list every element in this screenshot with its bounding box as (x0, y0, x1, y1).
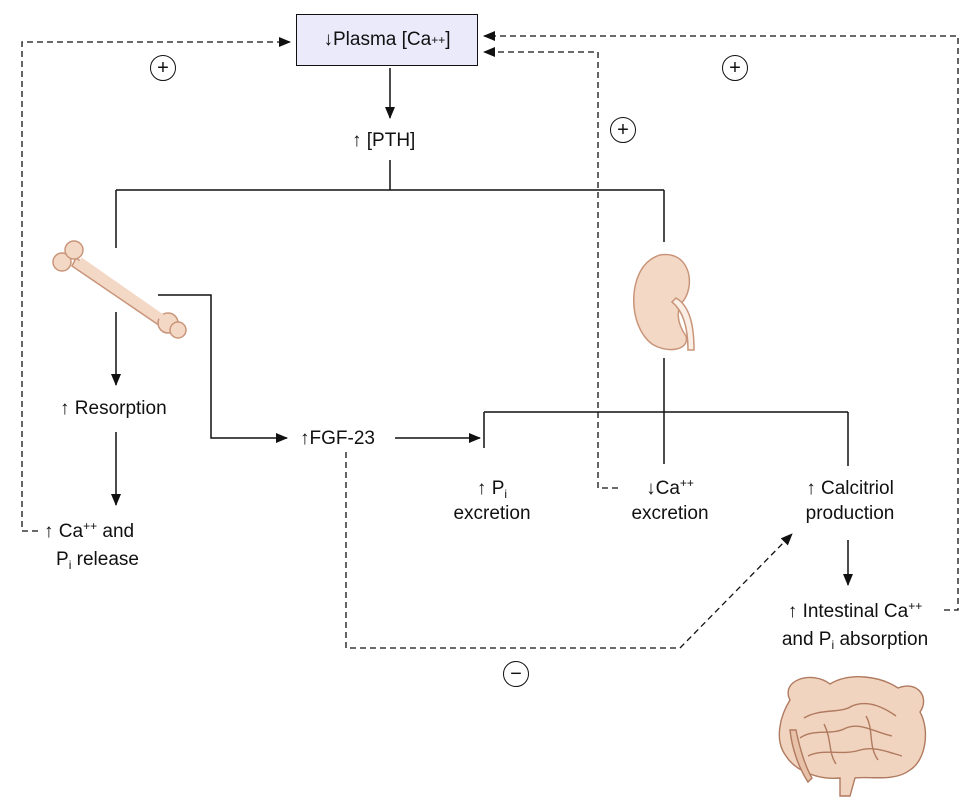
up-arrow-icon: ↑ (300, 428, 310, 449)
pi-excretion-label: ↑ Pi excretion (453, 478, 531, 524)
fgf23-label: ↑FGF-23 (300, 428, 375, 449)
kidney-branch-line (483, 358, 849, 466)
release-feedback-dashed (21, 37, 291, 532)
ca-excretion-label: ↓Ca++ excretion (631, 476, 709, 524)
up-arrow-icon: ↑ (476, 478, 487, 499)
plasma-bracket: ] (445, 29, 451, 50)
up-arrow-icon: ↑ (60, 398, 70, 419)
resorption-label: ↑ Resorption (60, 398, 167, 419)
bone-to-fgf-arrow (158, 294, 288, 443)
plasma-calcium-box: ↓Plasma [Ca++] (296, 14, 478, 66)
intestinal-absorption-label: ↑ Intestinal Ca++ and Pi absorption (781, 599, 929, 652)
up-arrow-icon: ↑ (352, 130, 362, 151)
pth-branch-line (115, 160, 665, 248)
plasma-label: Plasma [Ca (333, 29, 432, 50)
up-arrow-icon: ↑ (44, 521, 54, 542)
bone-icon (52, 240, 187, 339)
up-arrow-icon: ↑ (787, 601, 798, 622)
plus-sign-release: + (150, 55, 176, 81)
intestine-feedback-dashed (483, 31, 959, 611)
minus-sign-fgf: − (503, 661, 529, 687)
pth-label: ↑ [PTH] (352, 130, 416, 151)
plus-sign-intestine: + (722, 55, 748, 81)
down-arrow-icon: ↓ (323, 29, 334, 50)
calcitriol-label: ↑ Calcitriol production (805, 478, 895, 524)
plus-sign-ca-excretion: + (610, 117, 636, 143)
ca-pi-release-label: ↑ Ca++ and Pi release (44, 519, 139, 572)
intestine-icon (778, 676, 927, 797)
fgf-inhibit-calcitriol-dashed (345, 452, 793, 649)
ca-excretion-feedback-dashed (483, 47, 618, 489)
down-arrow-icon: ↓ (646, 478, 656, 499)
kidney-icon (633, 253, 695, 351)
